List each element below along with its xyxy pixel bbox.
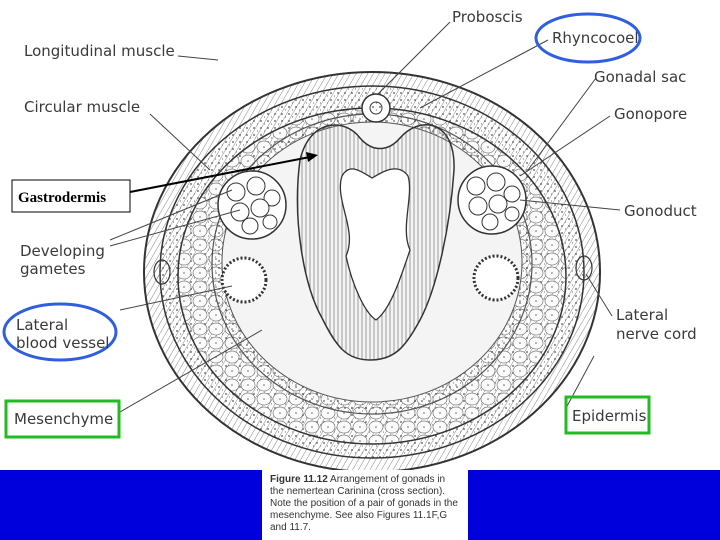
footer-band-right [468,470,720,540]
caption-text: Arrangement of gonads in the nemertean C… [270,474,458,533]
gastrodermis-box [11,179,131,213]
caption-figure-number: Figure 11.12 [270,474,328,485]
gastrodermis-arrowhead [306,152,318,162]
label-developing-gametes-1: Developing [20,242,105,260]
label-longitudinal-muscle: Longitudinal muscle [24,42,175,60]
right-nerve-cord [575,255,593,281]
label-circular-muscle: Circular muscle [24,98,140,116]
label-lateral-nerve-cord-2: nerve cord [616,325,697,343]
label-proboscis: Proboscis [452,8,523,26]
label-mesenchyme: Mesenchyme [14,410,113,428]
lateral-blood-vessel-highlight [2,302,118,362]
gastrodermis-arrow [129,156,311,193]
label-gastrodermis: Gastrodermis [18,190,106,206]
label-gonadal-sac: Gonadal sac [594,68,686,86]
label-lateral-nerve-cord-1: Lateral [616,306,668,324]
label-lateral-blood-vessel-1: Lateral [16,316,68,334]
proboscis [369,101,383,115]
footer-band-left [0,470,262,540]
label-rhyncocoel: Rhyncocoel [552,29,639,47]
figure-caption: Figure 11.12 Arrangement of gonads in th… [262,470,468,540]
left-gonad-cells [226,176,281,235]
right-gonad-cells [466,172,521,231]
mesenchyme-highlight [4,399,121,439]
right-blood-vessel [472,254,520,302]
label-epidermis: Epidermis [572,407,647,425]
left-nerve-cord [153,259,171,285]
label-gonopore: Gonopore [614,105,687,123]
label-gonoduct: Gonoduct [624,202,697,220]
gut-lumen [339,168,411,321]
leader-lines [109,21,621,413]
label-lateral-blood-vessel-2: blood vessel [16,334,109,352]
left-blood-vessel [220,256,268,304]
rhyncocoel-highlight [534,12,642,64]
epidermis-highlight [564,395,651,435]
label-developing-gametes-2: gametes [20,260,86,278]
